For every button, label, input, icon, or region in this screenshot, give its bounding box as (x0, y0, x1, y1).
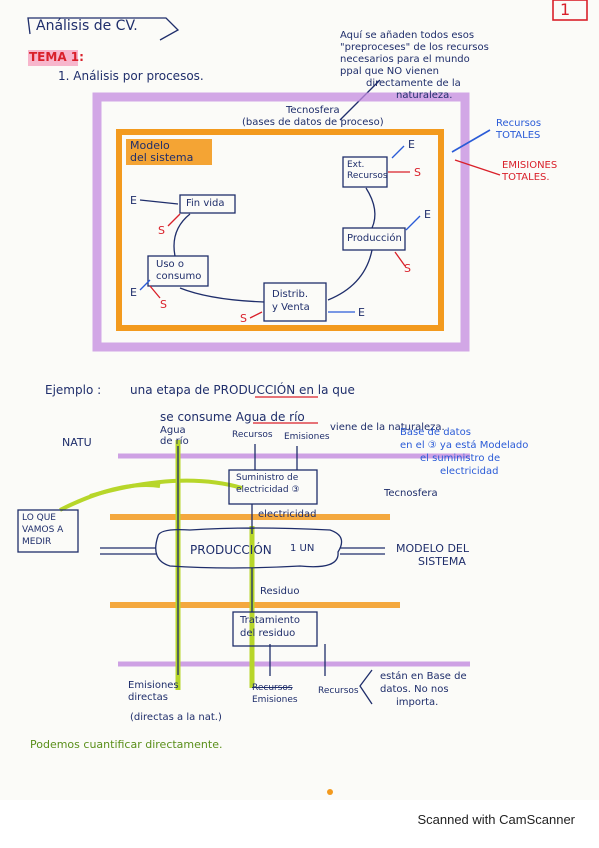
e-arrow-finvida (139, 199, 179, 205)
scanned-footer: Scanned with CamScanner (417, 812, 575, 827)
cuantificar-note: Podemos cuantificar directamente. (30, 738, 223, 751)
e-prod: E (424, 208, 431, 221)
s-arrow-finvida (167, 213, 181, 227)
title-frame (27, 17, 180, 41)
cycle-arrow-2 (327, 249, 373, 301)
s-arrow-prod (394, 251, 406, 267)
natu-label: NATU (62, 436, 92, 449)
page-number-box (552, 0, 588, 21)
tema-label: TEMA 1: (29, 50, 84, 64)
e-arrow-ext (391, 145, 405, 159)
e-distrib: E (358, 306, 365, 319)
e-uso: E (130, 286, 137, 299)
electricidad-label: electricidad (258, 509, 317, 520)
s-distrib: S (240, 312, 247, 325)
produccion-cloud (155, 527, 343, 569)
recursos-top-label: Recursos (232, 430, 273, 440)
e-finvida: E (130, 194, 137, 207)
bracket (359, 669, 373, 705)
page-title: Análisis de CV. (36, 18, 138, 34)
s-arrow-distrib (249, 311, 263, 319)
uso-box (147, 255, 209, 287)
produccion-big-label: PRODUCCIÓN (190, 543, 272, 557)
distrib-label: Distrib.y Venta (272, 289, 310, 313)
tecnosfera-frame (92, 92, 470, 352)
produccion-box (342, 227, 406, 251)
recursos-totales-arrow (451, 129, 491, 153)
s-arrow-uso (149, 285, 161, 299)
section-heading: 1. Análisis por procesos. (58, 69, 204, 83)
ejemplo-line-2: se consume Agua de río (160, 410, 305, 424)
cycle-arrow-1 (365, 187, 376, 229)
modelo-label-bg (126, 139, 212, 165)
e-ext: E (408, 138, 415, 151)
emisiones-top-label: Emisiones (284, 432, 330, 442)
cycle-arrow-4 (173, 213, 191, 257)
emisiones-totales-arrow (454, 159, 501, 176)
ext-recursos-label: Ext.Recursos (347, 160, 388, 181)
note-arrow (339, 79, 381, 121)
output-double-arrow (340, 547, 385, 555)
note-top: Aquí se añaden todos esos"preproceses" d… (340, 30, 489, 101)
recursos-bottom-label: Recursos (318, 686, 359, 696)
produccion-label: Producción (347, 233, 402, 244)
s-ext: S (414, 166, 421, 179)
viene-naturaleza: viene de la naturaleza. (330, 422, 445, 433)
directas-nat-label: (directas a la nat.) (130, 712, 222, 723)
e-arrow-uso (139, 279, 151, 291)
tecnosfera-label: Tecnosfera(bases de datos de proceso) (242, 105, 384, 128)
ejemplo-label: Ejemplo : (45, 383, 102, 397)
fin-vida-label: Fin vida (186, 198, 225, 209)
unit-label: 1 UN (290, 543, 315, 554)
ejemplo-line-1: una etapa de PRODUCCIÓN en la que (130, 383, 355, 397)
tema-highlight (28, 50, 78, 66)
s-finvida: S (158, 224, 165, 237)
fin-vida-box (179, 194, 236, 214)
tecnosfera2-label: Tecnosfera (384, 488, 438, 499)
s-uso: S (160, 298, 167, 311)
green-arrow-measure-2 (89, 478, 243, 498)
tratamiento-box (232, 611, 318, 647)
ext-recursos-box (342, 156, 388, 188)
lo-que-vamos-box (17, 509, 79, 553)
residuo-label: Residuo (260, 586, 300, 597)
s-prod: S (404, 262, 411, 275)
input-double-arrow (100, 547, 156, 555)
suministro-box (228, 469, 318, 505)
orange-dot (327, 789, 333, 795)
e-arrow-prod (405, 215, 421, 231)
modelo-frame (116, 129, 444, 331)
page-number: 1 (560, 0, 571, 19)
cycle-arrow-3 (179, 287, 265, 303)
